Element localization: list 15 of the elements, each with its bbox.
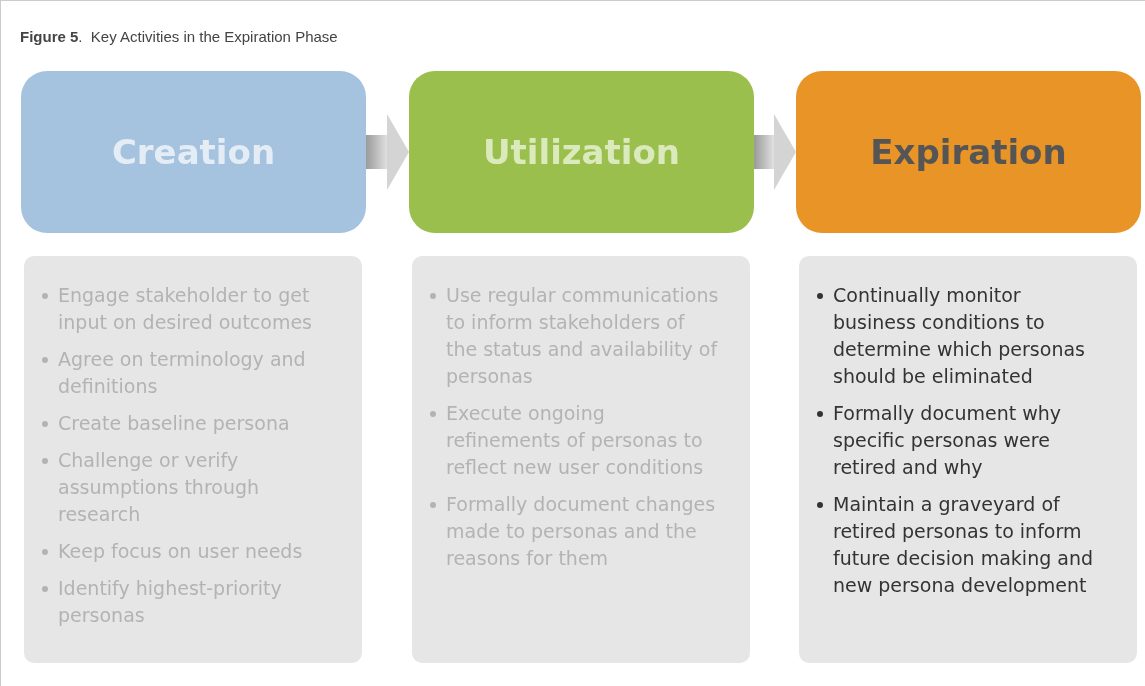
phase-box [409,71,754,233]
phase-title: Creation [111,132,276,172]
activity-panel [24,256,362,663]
phase-title: Expiration [870,132,1067,172]
phase-title: Utilization [483,132,680,172]
figure-title: Figure 5. Key Activities in the Expiration Phase [20,28,338,45]
bullet-item: Continually monitor business conditions to determine which personas should be eliminated [833,283,1086,389]
arrow [754,114,796,190]
bullet-item: Formally document why specific personas were retired and why [833,401,1063,480]
activity-panel [412,256,750,663]
activity-panel [799,256,1137,663]
phase-box [21,71,366,233]
arrow [366,114,409,190]
phase-box [796,71,1141,233]
bullet-item: Maintain a graveyard of retired personas to inform future decision making and new persona development [833,492,1095,598]
